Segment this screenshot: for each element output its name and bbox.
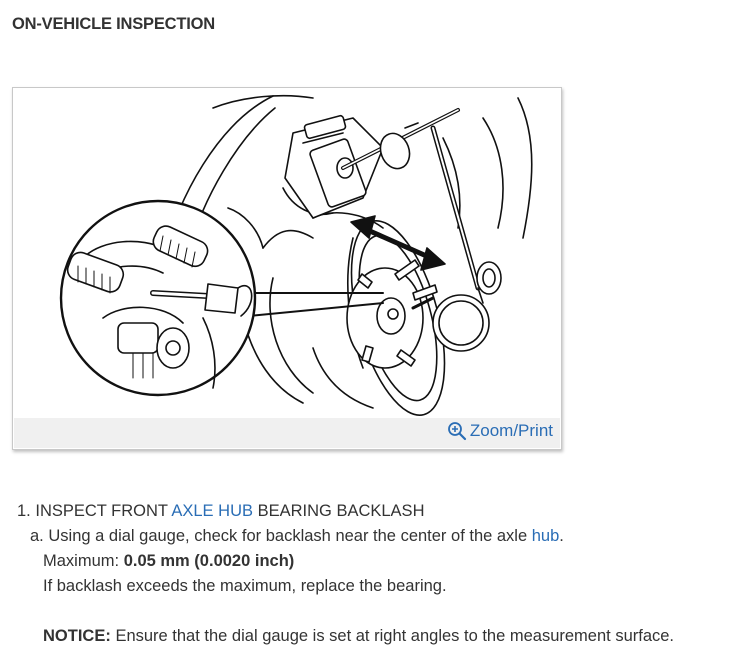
substep-text: Using a dial gauge, check for backlash n… (48, 527, 528, 545)
hub-link[interactable]: hub (531, 527, 560, 545)
substep-period: . (559, 527, 564, 545)
instruction-text: If backlash exceeds the maximum, replace… (43, 577, 447, 595)
notice-text: Ensure that the dial gauge is set at rig… (115, 627, 675, 645)
figure-panel: Zoom/Print (12, 87, 562, 450)
step-prefix: INSPECT FRONT (35, 502, 168, 520)
page-title: ON-VEHICLE INSPECTION (12, 15, 215, 33)
notice-label: NOTICE: (43, 627, 111, 645)
zoom-print-link[interactable]: Zoom/Print (447, 421, 553, 441)
step-suffix: BEARING BACKLASH (257, 502, 425, 520)
maximum-spec: Maximum: 0.05 mm (0.0020 inch) (17, 549, 674, 574)
step-number: 1. (17, 502, 31, 520)
substep-a: a. Using a dial gauge, check for backlas… (17, 524, 674, 549)
figure-footer: Zoom/Print (14, 418, 560, 448)
spacer (17, 599, 674, 624)
step-heading: 1. INSPECT FRONT AXLE HUB BEARING BACKLA… (17, 499, 674, 524)
zoom-print-label: Zoom/Print (469, 421, 553, 440)
procedure-text: 1. INSPECT FRONT AXLE HUB BEARING BACKLA… (17, 499, 674, 649)
substep-marker: a. (30, 527, 44, 545)
axle-hub-dial-gauge-illustration (59, 94, 533, 416)
maximum-value: 0.05 mm (0.0020 inch) (123, 552, 295, 570)
maximum-label: Maximum: (43, 552, 120, 570)
notice: NOTICE: Ensure that the dial gauge is se… (17, 624, 674, 649)
magnifier-zoom-icon (447, 422, 466, 441)
axle-hub-link[interactable]: AXLE HUB (171, 502, 253, 520)
